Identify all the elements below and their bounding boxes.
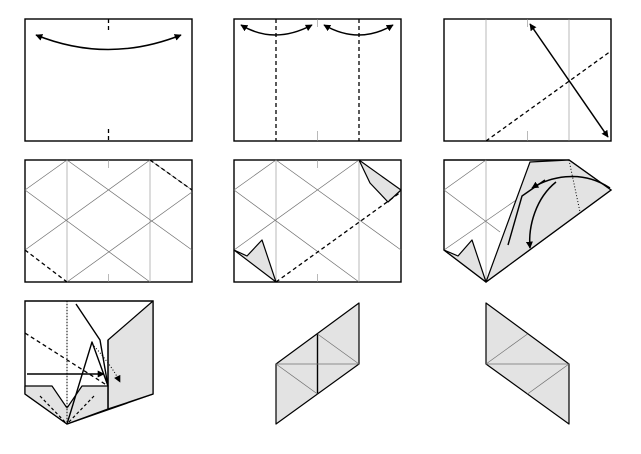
step-3-fold-arrow bbox=[529, 23, 609, 138]
step-7 bbox=[24, 300, 154, 425]
step-4-valley-bottom-left bbox=[24, 249, 68, 283]
step-6 bbox=[443, 159, 613, 283]
step-6-inner-flap bbox=[443, 239, 487, 283]
step-8 bbox=[275, 302, 360, 425]
step-7-arrow-dotted bbox=[93, 345, 121, 383]
step-4-paper bbox=[24, 159, 193, 283]
step-5-diagonal-valley bbox=[275, 191, 402, 283]
step-6-grid-creases bbox=[443, 159, 523, 282]
step-7-valley-right bbox=[66, 395, 95, 425]
step-9 bbox=[485, 302, 570, 425]
step-8-diag-left bbox=[275, 363, 318, 395]
step-8-diag-right bbox=[317, 333, 360, 365]
step-3-paper bbox=[443, 18, 612, 142]
step-7-bottom-shade bbox=[24, 385, 109, 425]
step-7-valley-left bbox=[39, 395, 68, 425]
step-2-paper bbox=[233, 18, 402, 142]
step-9-crease-diag-2 bbox=[527, 363, 570, 395]
step-4 bbox=[24, 159, 193, 283]
step-5-corner-flap-bottom-left bbox=[233, 239, 277, 283]
step-5-grid-creases bbox=[233, 159, 402, 283]
step-1 bbox=[24, 18, 193, 142]
step-7-valley-diagonal bbox=[24, 332, 109, 387]
step-5 bbox=[233, 159, 402, 283]
step-6-arrow-down bbox=[525, 181, 557, 249]
step-2-fold-arrow-right bbox=[323, 24, 394, 36]
step-1-fold-arrow bbox=[35, 34, 182, 51]
step-9-paper bbox=[485, 302, 570, 425]
step-4-valley-top-right bbox=[149, 159, 193, 191]
step-3 bbox=[443, 18, 612, 142]
step-2-fold-arrow-left bbox=[240, 24, 313, 36]
step-2 bbox=[233, 18, 402, 142]
step-1-paper bbox=[24, 18, 193, 142]
step-9-crease-diag-1 bbox=[485, 333, 528, 365]
step-5-corner-flap-top-right bbox=[358, 159, 402, 203]
step-6-arrow-swing bbox=[531, 175, 611, 189]
